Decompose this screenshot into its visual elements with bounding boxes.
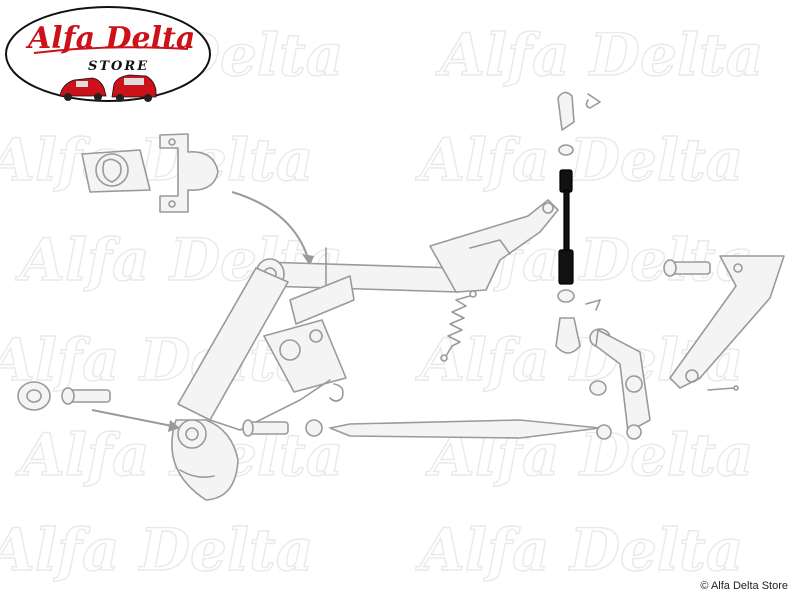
car-icon xyxy=(59,77,107,101)
copyright-notice: © Alfa Delta Store xyxy=(700,580,788,592)
return-spring[interactable] xyxy=(440,290,477,362)
watermark-text: Alfa Delta xyxy=(435,21,763,89)
watermark-text: Alfa Delta xyxy=(0,516,313,584)
car-icon xyxy=(111,74,157,102)
bearing-housing[interactable] xyxy=(171,419,239,501)
watermark-text: Alfa Delta xyxy=(415,516,743,584)
bearing-pointer-arrow xyxy=(91,409,180,432)
watermark-text: Alfa Delta xyxy=(0,126,313,194)
lower-linkage-arm[interactable] xyxy=(177,267,355,431)
pivot-bolt[interactable] xyxy=(61,387,111,405)
watermark-layer: Alfa Delta Alfa Delta Alfa Delta Alfa De… xyxy=(0,20,764,584)
bellcrank-bracket[interactable] xyxy=(429,199,559,293)
gearshift-rod[interactable] xyxy=(558,169,574,285)
store-logo[interactable]: Alfa Delta STORE xyxy=(5,6,211,102)
watermark-text: Alfa Delta xyxy=(0,326,313,394)
gear-selector-tie-rod[interactable] xyxy=(329,419,612,440)
rod-end-knob-lower[interactable] xyxy=(555,289,601,354)
bracket-bolt[interactable] xyxy=(663,259,711,277)
selector-lever[interactable] xyxy=(589,328,651,440)
logo-store-text: STORE xyxy=(88,59,149,74)
small-bush[interactable] xyxy=(17,381,51,411)
rubber-bushing-with-bracket[interactable] xyxy=(81,133,219,213)
split-pin[interactable] xyxy=(707,385,739,391)
rod-end-knob-upper[interactable] xyxy=(557,91,601,156)
linkage-bolt[interactable] xyxy=(242,383,344,437)
mounting-bracket-right[interactable] xyxy=(669,255,785,389)
watermark-text: Alfa Delta xyxy=(415,126,743,194)
